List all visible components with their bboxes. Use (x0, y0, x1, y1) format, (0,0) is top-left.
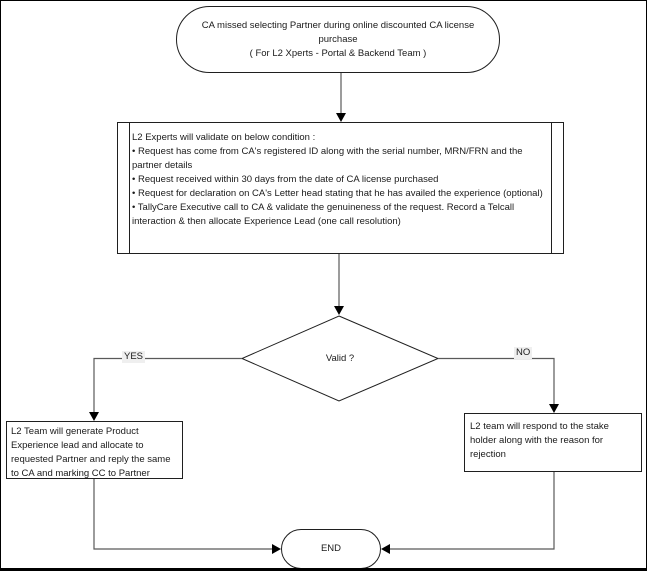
end-text: END (320, 543, 342, 554)
connector-yes-branch (93, 357, 242, 412)
reject-text: L2 team will respond to the stake holder… (470, 421, 609, 460)
validation-title: L2 Experts will validate on below condit… (132, 132, 316, 143)
validation-bullet-3: Request for declaration on CA's Letter h… (132, 187, 551, 201)
approve-text: L2 Team will generate Product Experience… (11, 426, 171, 479)
arrowhead-down-validation (336, 113, 346, 122)
arrowhead-left-end (381, 544, 390, 554)
connector-no-branch (438, 357, 555, 404)
decision-diamond-shape (240, 315, 440, 402)
validation-bullet-2: Request received within 30 days from the… (132, 173, 551, 187)
arrowhead-down-reject (549, 404, 559, 413)
validation-process-box: L2 Experts will validate on below condit… (117, 122, 564, 254)
end-terminator: END (281, 529, 381, 568)
no-branch-label: NO (514, 347, 533, 359)
validation-bullet-1: Request has come from CA's registered ID… (132, 145, 551, 173)
arrowhead-down-decision (334, 306, 344, 315)
validation-bullet-4: TallyCare Executive call to CA & validat… (132, 201, 551, 229)
arrowhead-right-end (272, 544, 281, 554)
approve-process-box: L2 Team will generate Product Experience… (6, 421, 183, 479)
predefined-process-right-bar-icon (551, 123, 552, 253)
yes-branch-label: YES (122, 351, 146, 363)
reject-process-box: L2 team will respond to the stake holder… (464, 413, 642, 472)
start-terminator: CA missed selecting Partner during onlin… (176, 6, 500, 73)
start-text-line2: ( For L2 Xperts - Portal & Backend Team … (249, 48, 427, 59)
predefined-process-left-bar-icon (129, 123, 130, 253)
decision-question: Valid ? (325, 353, 355, 364)
connector-approve-to-end (93, 479, 272, 550)
arrowhead-down-approve (89, 412, 99, 421)
connector-reject-to-end (390, 472, 555, 550)
start-text-line1: CA missed selecting Partner during onlin… (201, 20, 475, 45)
